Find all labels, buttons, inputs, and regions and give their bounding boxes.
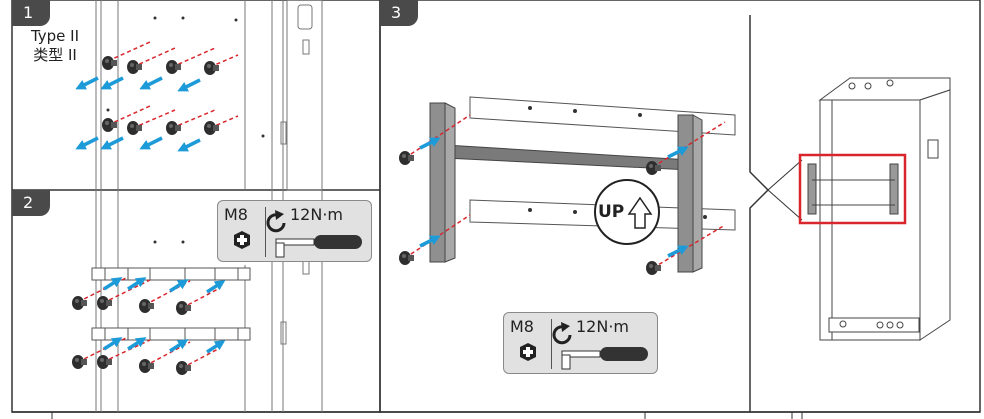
torque-wrench-icon [561,347,648,370]
bolt-size-label: M8 [510,317,534,336]
torque-value-label: 12N·m [576,317,629,336]
bolt-size-label: M8 [224,205,248,224]
panel3-bracket-assembly [399,96,736,275]
phillips-plus-icon [234,231,250,249]
phillips-plus-icon [520,343,536,361]
panel2-rails [91,267,251,341]
panel1-cabinet [95,0,323,190]
type-label: Type II 类型 II [10,27,100,65]
torque-value-label: 12N·m [290,205,343,224]
step-1-badge: 1 [12,0,50,26]
clockwise-arrow-icon [552,325,572,345]
type-label-en: Type II [30,27,80,45]
panel3-cabinet-overview [807,77,951,341]
up-label: UP [598,202,625,222]
mount-highlight-box [798,153,907,225]
panel2-screws [72,276,226,375]
torque-spec-box-step3: M8 12N·m [503,312,658,374]
torque-wrench-icon [275,235,362,258]
torque-spec-box-step2: M8 12N·m [217,200,372,262]
type-label-zh: 类型 II [33,46,77,64]
panel1-screws [75,41,239,152]
up-arrow-icon [627,196,653,229]
clockwise-arrow-icon [266,213,286,233]
step-3-badge: 3 [380,0,418,26]
step-2-badge: 2 [12,190,50,216]
